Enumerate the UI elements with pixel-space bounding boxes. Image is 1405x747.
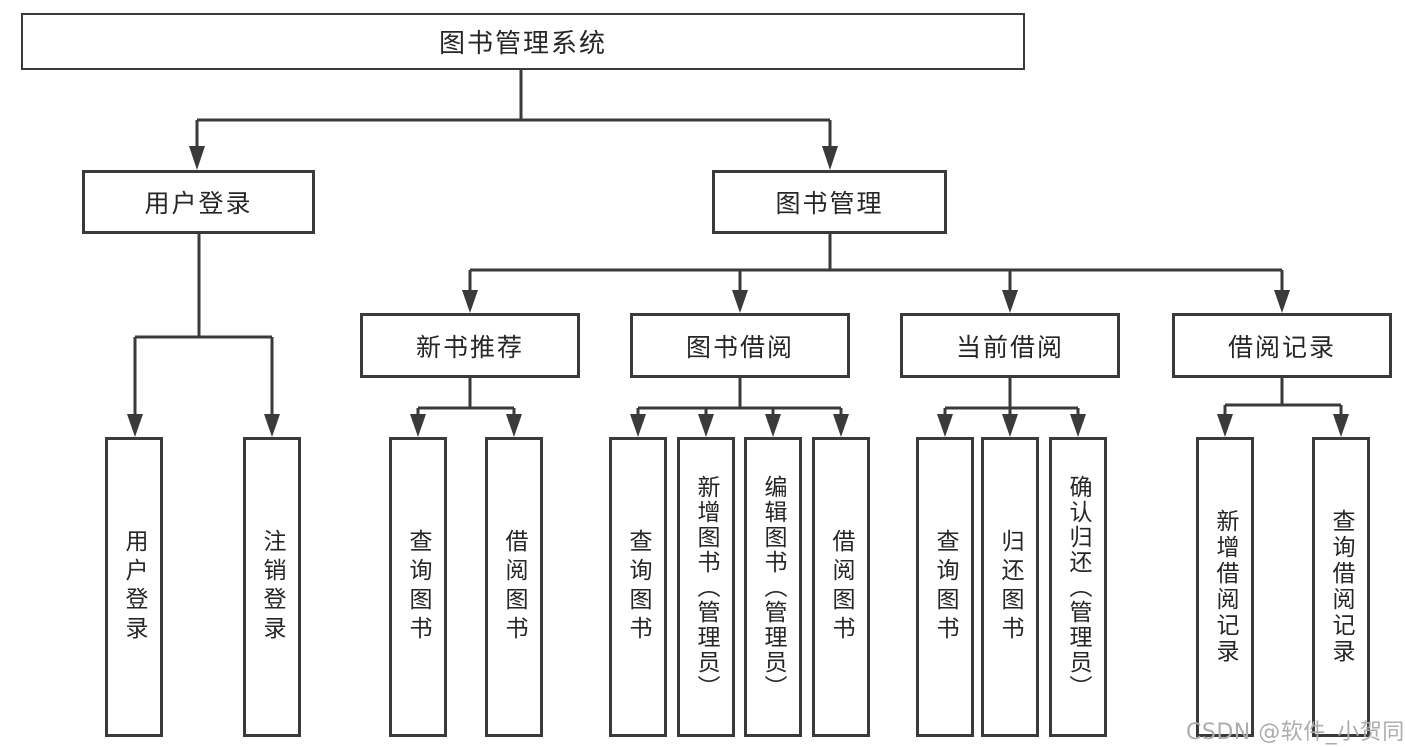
node-leaf-query-books-recommend: 查询图书 — [389, 437, 447, 737]
node-new-book-recommend: 新书推荐 — [360, 313, 580, 378]
node-leaf-borrow-books: 借阅图书 — [812, 437, 870, 737]
node-leaf-add-books-admin: 新增图书（管理员） — [677, 437, 735, 737]
node-current-borrowing: 当前借阅 — [900, 313, 1120, 378]
node-leaf-confirm-return-admin: 确认归还（管理员） — [1049, 437, 1107, 737]
node-leaf-add-borrow-record: 新增借阅记录 — [1196, 437, 1254, 737]
node-leaf-query-books-current: 查询图书 — [916, 437, 974, 737]
node-leaf-logout: 注销登录 — [243, 437, 301, 737]
node-book-borrowing: 图书借阅 — [630, 313, 850, 378]
node-borrow-records: 借阅记录 — [1172, 313, 1392, 378]
node-leaf-query-borrow-record: 查询借阅记录 — [1312, 437, 1370, 737]
node-user-login: 用户登录 — [82, 170, 315, 234]
node-leaf-edit-books-admin: 编辑图书（管理员） — [744, 437, 802, 737]
node-library-system: 图书管理系统 — [21, 13, 1025, 70]
node-leaf-query-books-borrow: 查询图书 — [609, 437, 667, 737]
csdn-watermark: CSDN @软件_小贺同学 — [1186, 720, 1405, 745]
node-leaf-borrow-books-recommend: 借阅图书 — [485, 437, 543, 737]
node-leaf-return-books: 归还图书 — [981, 437, 1039, 737]
node-leaf-user-login: 用户登录 — [105, 437, 163, 737]
node-book-management: 图书管理 — [712, 170, 947, 234]
